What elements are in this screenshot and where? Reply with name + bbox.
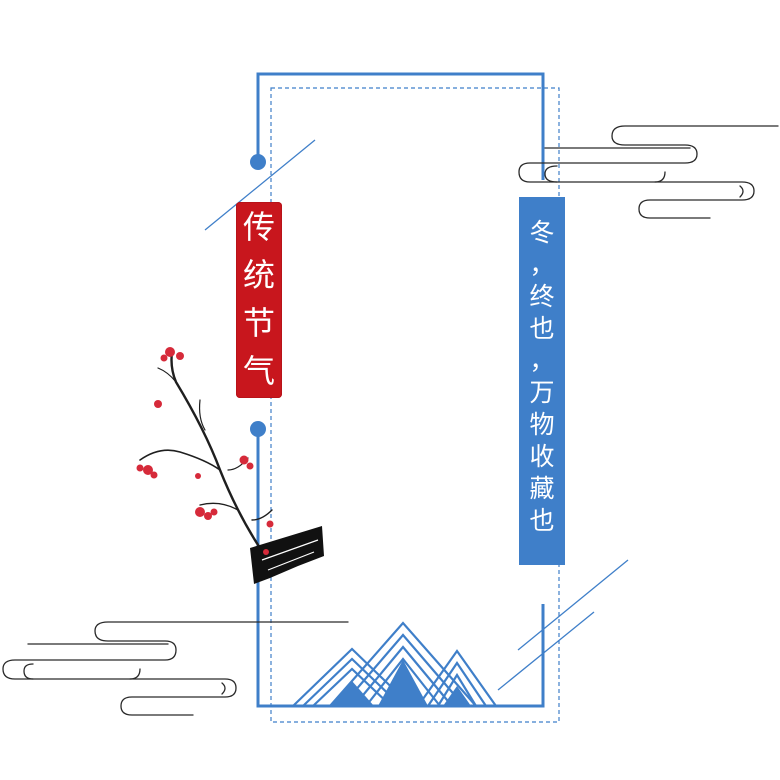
frame-dot-middle <box>250 421 266 437</box>
stamp-char-3: 节 <box>242 304 275 342</box>
banner-char-2: ， <box>529 250 555 279</box>
banner-char-7: 物 <box>529 410 555 439</box>
stamp-char-2: 统 <box>242 256 275 294</box>
side-banner: 冬 ， 终 也 ， 万 物 收 藏 也 <box>519 197 565 565</box>
plum-blossom-icon <box>136 347 324 584</box>
banner-char-1: 冬 <box>529 218 555 247</box>
banner-char-9: 藏 <box>529 474 555 503</box>
diagonal-line-top <box>204 139 316 231</box>
cloud-motif-bottom-icon <box>2 621 349 716</box>
stamp-char-1: 传 <box>242 208 275 246</box>
cloud-motif-icon <box>518 125 779 219</box>
mountain-peak-fill-left <box>330 681 374 706</box>
banner-char-3: 终 <box>529 282 555 311</box>
stamp-char-4: 气 <box>242 352 275 390</box>
diagonal-line-bottom-1 <box>517 559 629 651</box>
banner-char-4: 也 <box>529 314 555 343</box>
banner-char-6: 万 <box>529 378 555 407</box>
banner-char-5: ， <box>529 346 555 375</box>
frame-dot-top <box>250 154 266 170</box>
dashed-frame <box>270 87 560 723</box>
mountain-peak-fill-center <box>378 660 428 706</box>
title-stamp: 传 统 节 气 <box>236 202 282 398</box>
diagonal-line-bottom-2 <box>497 611 595 691</box>
mountain-motif-icon <box>292 621 497 707</box>
mountain-peak-fill-right <box>443 686 471 706</box>
banner-char-8: 收 <box>529 442 555 471</box>
blue-frame <box>256 72 545 708</box>
banner-char-10: 也 <box>529 506 555 535</box>
